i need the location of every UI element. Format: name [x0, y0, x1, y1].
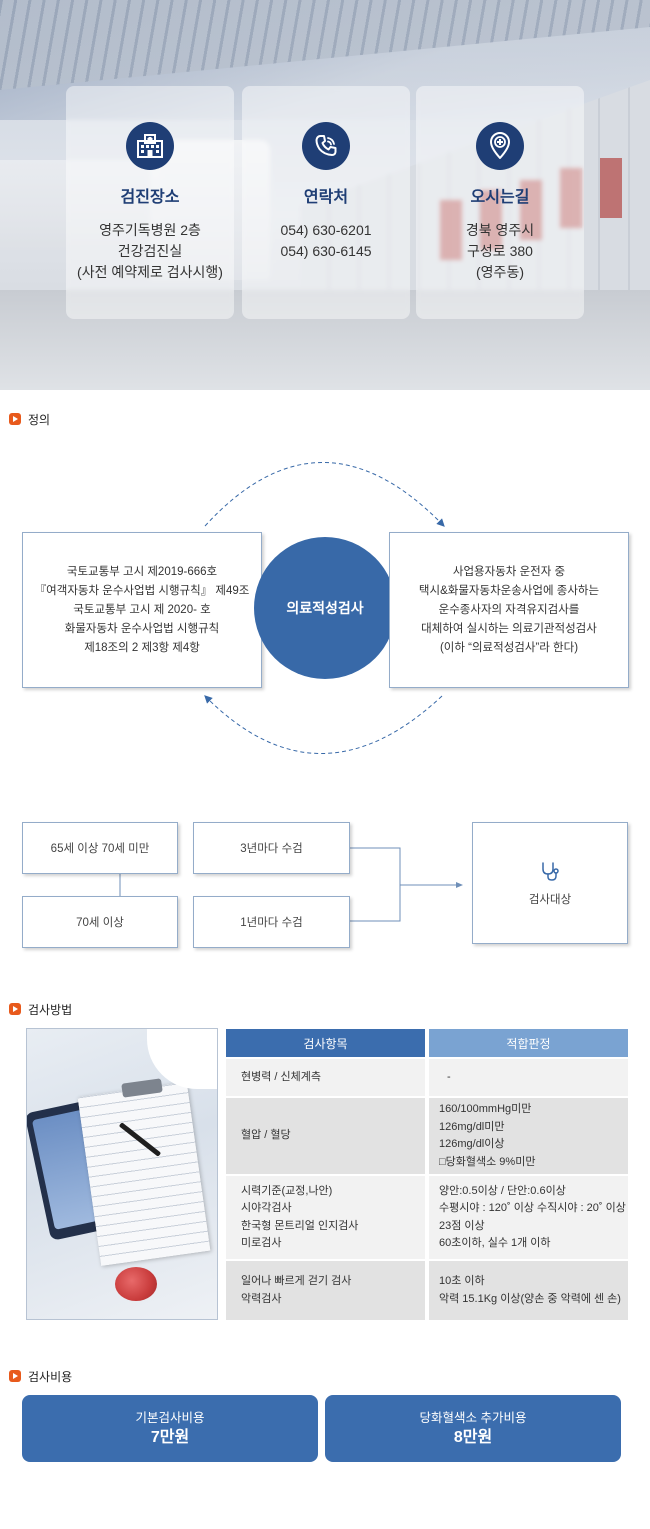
table-cell-line: □당화혈색소 9%미만 — [439, 1155, 536, 1168]
cost-value: 7만원 — [150, 1428, 190, 1446]
definition-line: 『여객자동차 운수사업법 시행규칙』 제49조 — [34, 584, 250, 597]
definition-line: 제18조의 2 제3항 제4항 — [84, 641, 200, 654]
hero-card-line: 영주기독병원 2층 — [99, 222, 201, 238]
section-bullet-icon — [9, 413, 21, 425]
section-bullet-icon — [9, 1003, 21, 1015]
section-title: 정의 — [28, 412, 51, 427]
hero-card-line: 054) 630-6201 — [280, 222, 372, 238]
age-group-65-70: 65세 이상 70세 미만 — [22, 822, 178, 874]
table-row: 일어나 빠르게 걷기 검사 악력검사 10초 이하 악력 15.1Kg 이상(양… — [226, 1261, 628, 1320]
age-flow-connectors — [119, 847, 463, 922]
hero-card-line: (영주동) — [476, 264, 524, 280]
medical-checkup-image — [26, 1028, 218, 1320]
hero-card-line: 구성로 380 — [467, 243, 533, 259]
table-cell-result: 160/100mmHg미만 126mg/dl미만 126mg/dl이상 □당화혈… — [429, 1098, 628, 1174]
definition-line: 국토교통부 고시 제2019-666호 — [66, 565, 218, 578]
cost-label: 당화혈색소 추가비용 — [419, 1410, 527, 1425]
definition-legal-basis-box: 국토교통부 고시 제2019-666호 『여객자동차 운수사업법 시행규칙』 제… — [22, 532, 262, 688]
hero-card-line: 건강검진실 — [117, 243, 183, 259]
hero-card-title: 연락처 — [303, 189, 349, 206]
table-cell-line: 일어나 빠르게 걷기 검사 — [241, 1275, 352, 1287]
section-title: 검사방법 — [28, 1002, 73, 1017]
hero-card-line: (사전 예약제로 검사시행) — [77, 264, 223, 280]
table-cell-item: 현병력 / 신체계측 — [226, 1059, 425, 1096]
hero-card-contact: 연락처 054) 630-6201 054) 630-6145 — [242, 86, 410, 319]
cycle-3-years: 3년마다 수검 — [193, 822, 350, 874]
hero-card-line: 경북 영주시 — [465, 222, 535, 238]
table-cell-item: 일어나 빠르게 걷기 검사 악력검사 — [226, 1261, 425, 1320]
table-cell-line: 10초 이하 — [439, 1275, 485, 1287]
table-cell-line: 60초이하, 실수 1개 이하 — [439, 1237, 551, 1249]
cost-basic-exam: 기본검사비용 7만원 — [22, 1395, 318, 1462]
hero-door — [600, 158, 622, 218]
age-group-70-plus: 70세 이상 — [22, 896, 178, 948]
cost-hba1c-additional: 당화혈색소 추가비용 8만원 — [325, 1395, 621, 1462]
table-cell-line: - — [447, 1070, 451, 1083]
hero-card-location: 검진장소 영주기독병원 2층 건강검진실 (사전 예약제로 검사시행) — [66, 86, 234, 319]
table-header-item: 검사항목 — [226, 1029, 425, 1057]
table-header-result: 적합판정 — [429, 1029, 628, 1057]
exam-target-box: 검사대상 — [472, 822, 628, 944]
definition-center-circle: 의료적성검사 — [254, 537, 396, 679]
section-bullet-icon — [9, 1370, 21, 1382]
section-heading-definition: 정의 — [9, 411, 50, 427]
section-heading-cost: 검사비용 — [9, 1368, 72, 1384]
table-cell-line: 23점 이상 — [439, 1219, 485, 1232]
hero-banner: 검진장소 영주기독병원 2층 건강검진실 (사전 예약제로 검사시행) 연락처 … — [0, 0, 650, 390]
hero-card-title: 검진장소 — [120, 189, 180, 206]
definition-cycle-arrows — [204, 462, 445, 754]
table-cell-result: 10초 이하 악력 15.1Kg 이상(양손 중 악력에 센 손) — [429, 1261, 628, 1320]
hero-card-title: 오시는길 — [470, 189, 530, 206]
definition-line: 대체하여 실시하는 의료기관적성검사 — [421, 622, 597, 635]
table-cell-line: 혈압 / 혈당 — [241, 1129, 291, 1142]
brain-model-illustration — [115, 1267, 157, 1301]
definition-line: 화물자동차 운수사업법 시행규칙 — [64, 622, 220, 635]
definition-line: 택시&화물자동차운송사업에 종사하는 — [418, 584, 600, 597]
definition-line: 운수종사자의 자격유지검사를 — [438, 603, 580, 616]
hero-card-lines: 경북 영주시 구성로 380 (영주동) — [416, 220, 584, 283]
table-cell-line: 현병력 / 신체계측 — [241, 1070, 322, 1083]
definition-description-box: 사업용자동차 운전자 중 택시&화물자동차운송사업에 종사하는 운수종사자의 자… — [389, 532, 629, 688]
cost-label: 기본검사비용 — [135, 1410, 205, 1425]
definition-line: 국토교통부 고시 제 2020- 호 — [73, 603, 211, 616]
phone-icon — [302, 122, 350, 170]
table-cell-line: 시력기준(교정,나안) — [241, 1184, 333, 1197]
table-cell-line: 126mg/dl미만 — [439, 1120, 505, 1133]
table-row: 혈압 / 혈당 160/100mmHg미만 126mg/dl미만 126mg/d… — [226, 1098, 628, 1174]
table-cell-line: 수평시야 : 120˚ 이상 수직시야 : 20˚ 이상 — [439, 1202, 626, 1214]
hero-card-lines: 054) 630-6201 054) 630-6145 — [242, 220, 410, 262]
table-cell-line: 양안:0.5이상 / 단안:0.6이상 — [439, 1184, 566, 1197]
definition-line: (이하 “의료적성검사”라 한다) — [439, 641, 579, 654]
table-cell-line: 126mg/dl이상 — [439, 1138, 505, 1150]
clipboard-illustration — [77, 1082, 211, 1266]
exam-target-label: 검사대상 — [528, 893, 572, 906]
hero-card-directions: 오시는길 경북 영주시 구성로 380 (영주동) — [416, 86, 584, 319]
table-cell-line: 악력검사 — [241, 1292, 282, 1305]
stethoscope-icon — [539, 860, 561, 885]
table-cell-result: 양안:0.5이상 / 단안:0.6이상 수평시야 : 120˚ 이상 수직시야 … — [429, 1176, 628, 1259]
hero-card-lines: 영주기독병원 2층 건강검진실 (사전 예약제로 검사시행) — [66, 220, 234, 283]
section-heading-method: 검사방법 — [9, 1001, 72, 1017]
location-pin-icon — [476, 122, 524, 170]
definition-line: 사업용자동차 운전자 중 — [452, 565, 566, 578]
table-row: 현병력 / 신체계측 - — [226, 1059, 628, 1096]
table-cell-line: 160/100mmHg미만 — [439, 1103, 532, 1115]
hero-card-line: 054) 630-6145 — [280, 243, 372, 259]
table-cell-result: - — [429, 1059, 628, 1096]
table-cell-line: 악력 15.1Kg 이상(양손 중 악력에 센 손) — [439, 1292, 621, 1305]
table-cell-item: 혈압 / 혈당 — [226, 1098, 425, 1174]
section-title: 검사비용 — [28, 1369, 73, 1384]
table-row: 시력기준(교정,나안) 시야각검사 한국형 몬트리얼 인지검사 미로검사 양안:… — [226, 1176, 628, 1259]
hospital-icon — [126, 122, 174, 170]
table-cell-line: 미로검사 — [241, 1237, 282, 1249]
cycle-1-year: 1년마다 수검 — [193, 896, 350, 948]
table-cell-line: 한국형 몬트리얼 인지검사 — [241, 1219, 359, 1232]
cost-value: 8만원 — [453, 1428, 493, 1446]
table-cell-item: 시력기준(교정,나안) 시야각검사 한국형 몬트리얼 인지검사 미로검사 — [226, 1176, 425, 1259]
table-cell-line: 시야각검사 — [241, 1202, 292, 1214]
